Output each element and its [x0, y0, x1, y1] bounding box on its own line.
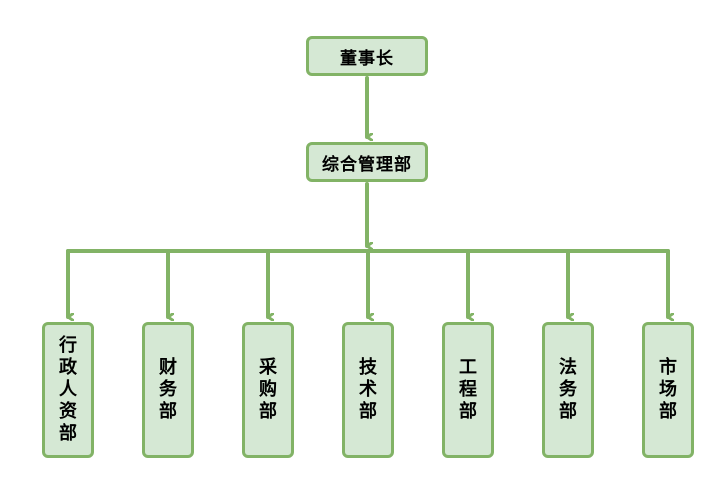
department-box-finance: 财务部 [142, 322, 194, 458]
department-label: 技术部 [359, 357, 377, 422]
department-box-marketing: 市场部 [642, 322, 694, 458]
chairman-label: 董事长 [340, 48, 394, 69]
department-label: 行政人资部 [59, 335, 77, 444]
department-box-engineering: 工程部 [442, 322, 494, 458]
general-management-label: 综合管理部 [322, 154, 412, 175]
department-box-admin-hr: 行政人资部 [42, 322, 94, 458]
department-label: 法务部 [559, 357, 577, 422]
department-label: 市场部 [659, 357, 677, 422]
department-label: 财务部 [159, 357, 177, 422]
department-box-legal: 法务部 [542, 322, 594, 458]
chairman-box: 董事长 [306, 36, 428, 76]
department-box-technology: 技术部 [342, 322, 394, 458]
general-management-box: 综合管理部 [306, 142, 428, 182]
department-box-procurement: 采购部 [242, 322, 294, 458]
department-label: 工程部 [459, 357, 477, 422]
department-label: 采购部 [259, 357, 277, 422]
